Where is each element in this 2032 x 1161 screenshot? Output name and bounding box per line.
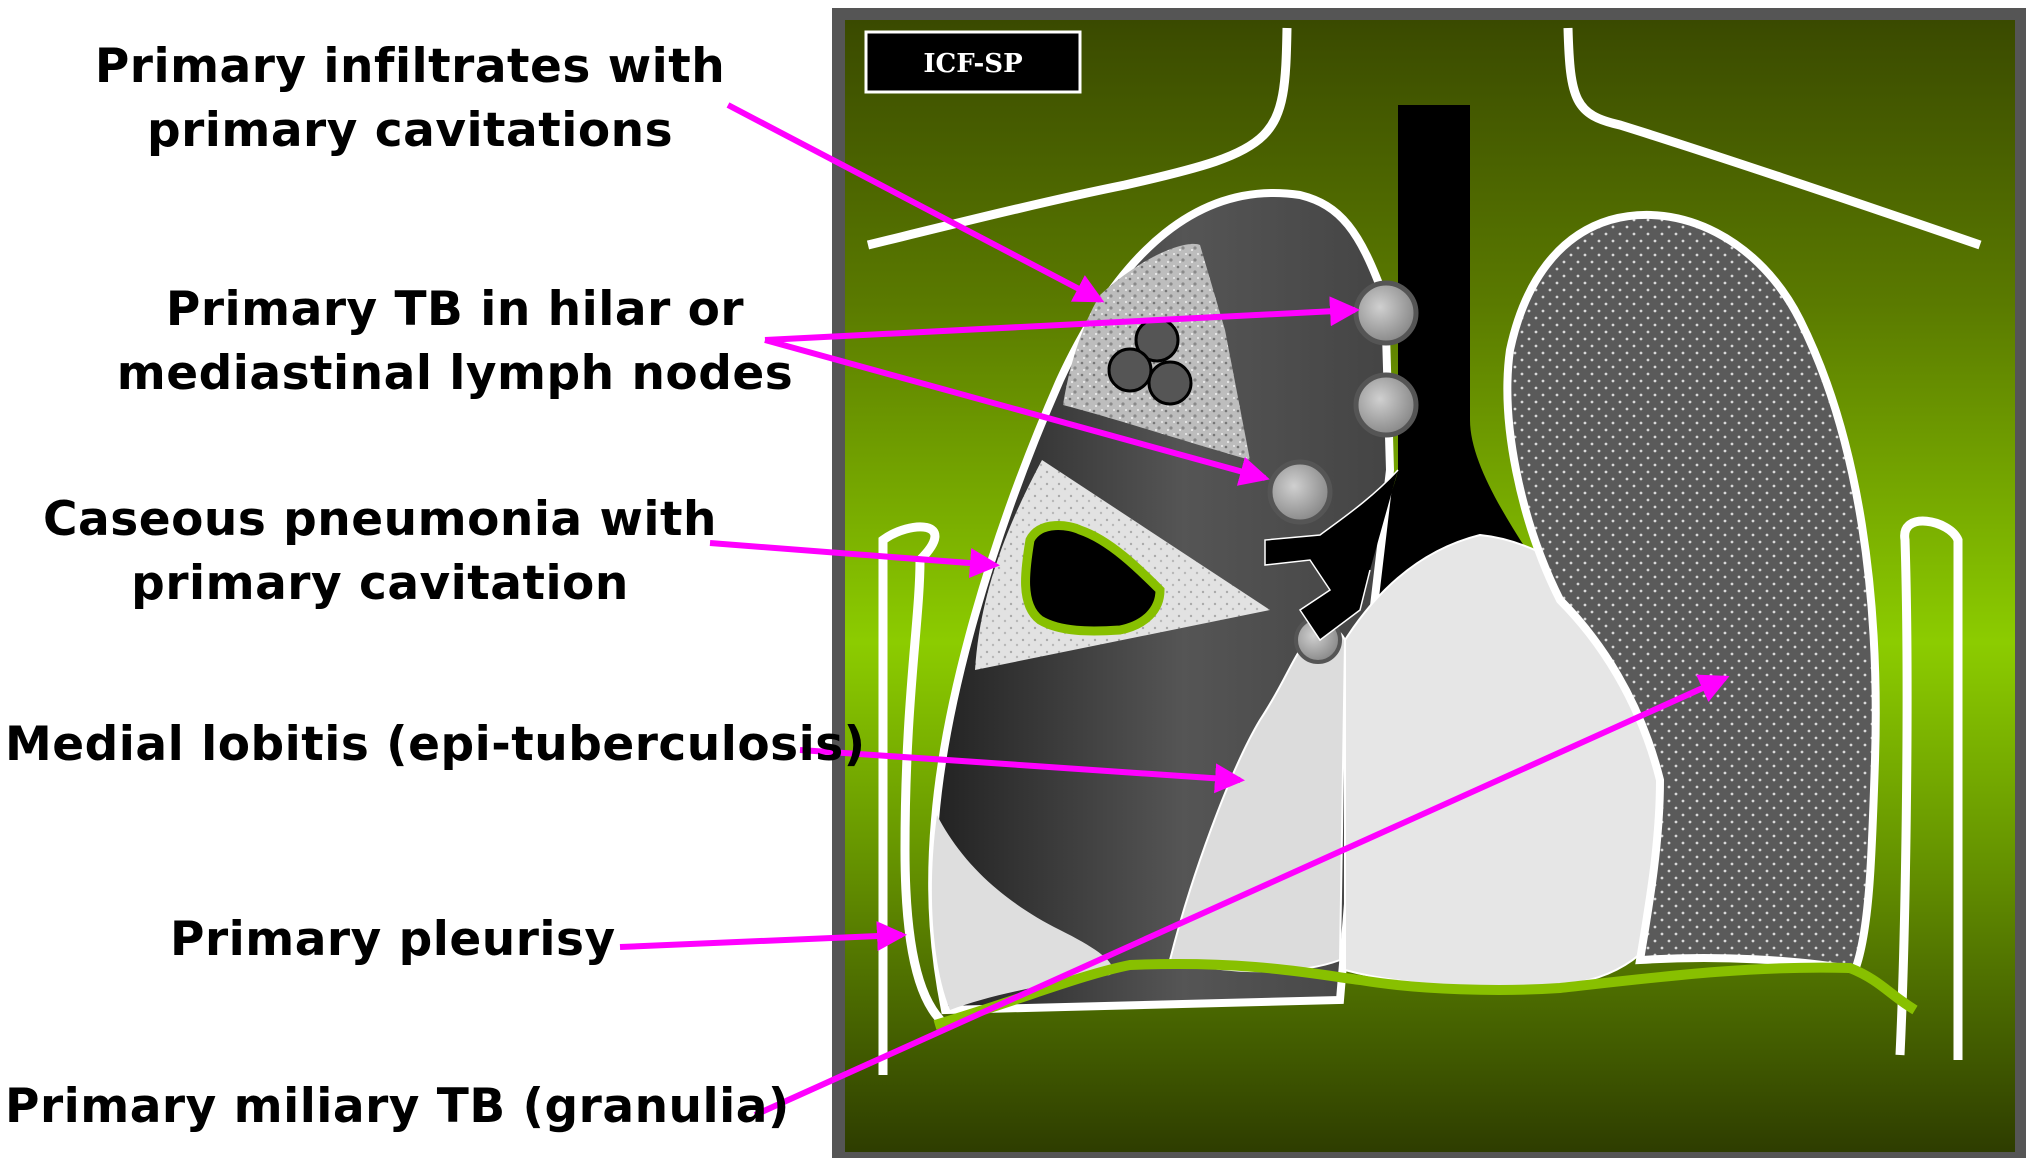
label-hilar: Primary TB in hilar or mediastinal lymph… [100,278,810,406]
label-infiltrates-line2: primary cavitations [60,99,760,163]
label-caseous-line1: Caseous pneumonia with [40,488,720,552]
label-infiltrates: Primary infiltrates with primary cavitat… [60,35,760,163]
label-miliary: Primary miliary TB (granulia) [5,1075,760,1139]
badge-label: ICF-SP [923,49,1022,79]
label-caseous-line2: primary cavitation [40,552,720,616]
icf-sp-badge: ICF-SP [866,32,1080,92]
label-hilar-line2: mediastinal lymph nodes [100,342,810,406]
label-infiltrates-line1: Primary infiltrates with [60,35,760,99]
label-lobitis: Medial lobitis (epi-tuberculosis) [5,713,830,777]
label-pleurisy: Primary pleurisy [170,908,600,972]
label-hilar-line1: Primary TB in hilar or [100,278,810,342]
label-caseous: Caseous pneumonia with primary cavitatio… [40,488,720,616]
